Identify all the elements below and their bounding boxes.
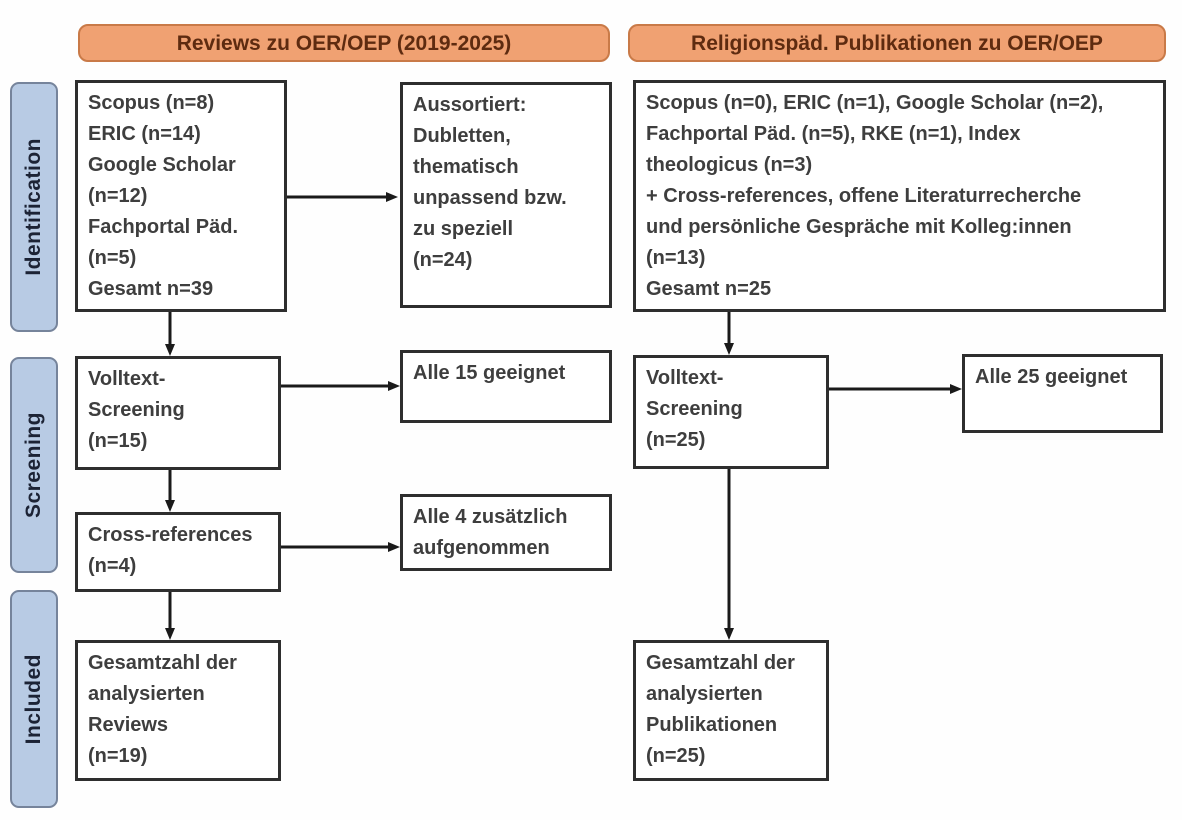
box-left-excluded: Aussortiert: Dubletten, thematisch unpas… [400,82,612,308]
stage-label-included: Included [10,590,58,808]
box-right-fulltext-result: Alle 25 geeignet [962,354,1163,433]
box-left-fulltext-screening: Volltext- Screening (n=15) [75,356,281,470]
box-right-fulltext-screening: Volltext- Screening (n=25) [633,355,829,469]
box-left-crossreferences: Cross-references (n=4) [75,512,281,592]
box-right-sources: Scopus (n=0), ERIC (n=1), Google Scholar… [633,80,1166,312]
box-right-total-included: Gesamtzahl der analysierten Publikatione… [633,640,829,781]
stage-label-included-text: Included [22,653,45,745]
box-left-crossref-result: Alle 4 zusätzlich aufgenommen [400,494,612,571]
column-header-reviews: Reviews zu OER/OEP (2019-2025) [78,24,610,62]
stage-label-screening: Screening [10,357,58,573]
column-header-religionspaed: Religionspäd. Publikationen zu OER/OEP [628,24,1166,62]
box-left-fulltext-result: Alle 15 geeignet [400,350,612,423]
stage-label-identification: Identification [10,82,58,332]
stage-label-screening-text: Screening [22,411,45,519]
box-left-total-included: Gesamtzahl der analysierten Reviews (n=1… [75,640,281,781]
stage-label-identification-text: Identification [22,138,45,276]
box-left-sources: Scopus (n=8) ERIC (n=14) Google Scholar … [75,80,287,312]
